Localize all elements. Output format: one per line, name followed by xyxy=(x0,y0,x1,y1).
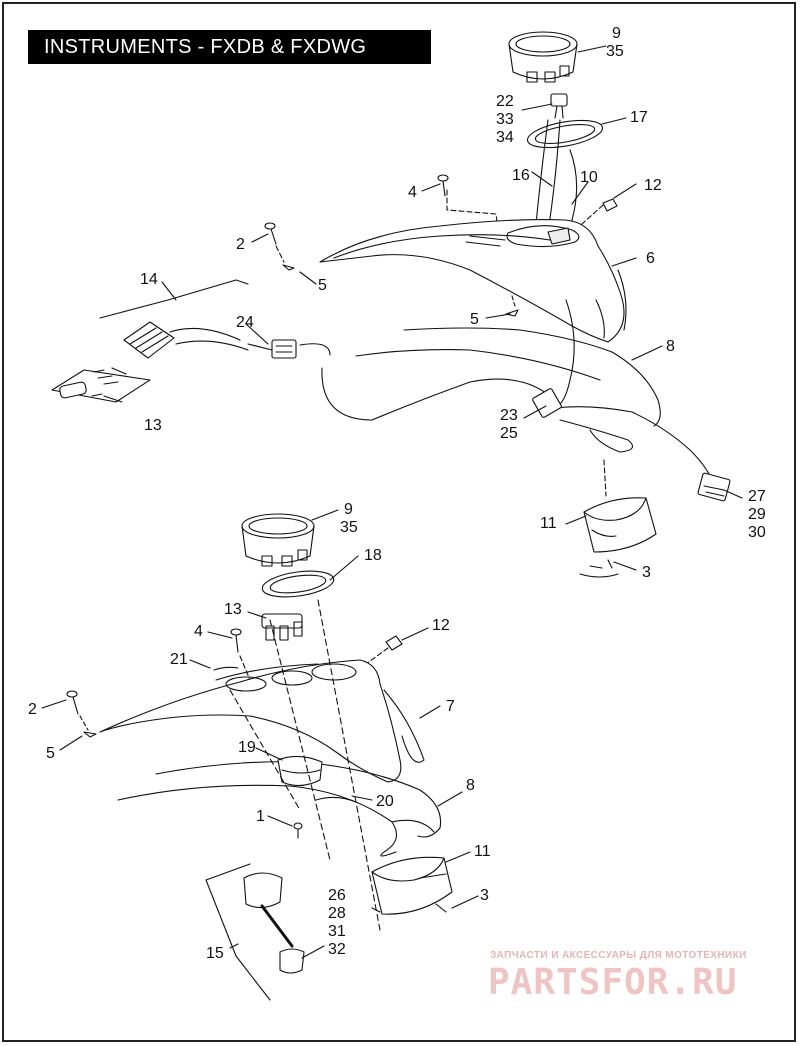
callout-12b: 12 xyxy=(432,617,450,634)
connector-24 xyxy=(247,339,297,359)
screw-2-upper xyxy=(264,222,295,271)
callout-11b: 11 xyxy=(474,843,491,860)
callout-33: 33 xyxy=(496,111,514,128)
callout-13b: 13 xyxy=(224,601,242,618)
trim-8-lower xyxy=(117,761,442,857)
callout-31: 31 xyxy=(328,923,346,940)
callout-15: 15 xyxy=(206,945,224,962)
callout-28: 28 xyxy=(328,905,346,922)
callout-29: 29 xyxy=(748,506,766,523)
callout-18: 18 xyxy=(364,547,382,564)
callout-8a: 8 xyxy=(666,338,675,355)
speedometer-lower xyxy=(241,513,315,567)
screw-5-upper xyxy=(505,295,519,317)
callout-11a: 11 xyxy=(540,515,557,532)
callout-1: 1 xyxy=(256,808,265,825)
callout-27: 27 xyxy=(748,488,766,505)
console-7 xyxy=(99,659,425,783)
screw-12-lower xyxy=(365,635,403,665)
item-20 xyxy=(315,796,357,803)
callout-13a: 13 xyxy=(144,417,162,434)
trim-8-upper xyxy=(355,327,661,427)
screw-2-lower xyxy=(66,690,97,738)
callout-16: 16 xyxy=(512,167,530,184)
item-19 xyxy=(277,755,323,787)
callout-22: 22 xyxy=(496,93,514,110)
callout-3b: 3 xyxy=(480,887,489,904)
housing-11-lower xyxy=(371,856,453,915)
callout-26: 26 xyxy=(328,887,346,904)
connector-upper xyxy=(550,93,568,119)
speedometer-upper xyxy=(508,31,578,83)
callout-4a: 4 xyxy=(408,184,417,201)
callout-19: 19 xyxy=(238,739,256,756)
watermark-logo: PARTSFOR.RU xyxy=(488,962,738,1003)
bezel-ring-upper xyxy=(526,119,604,149)
callout-25: 25 xyxy=(500,425,518,442)
callout-17: 17 xyxy=(630,109,648,126)
callout-5c: 5 xyxy=(46,745,55,762)
connector-14 xyxy=(123,321,249,359)
callout-7: 7 xyxy=(446,698,455,715)
callout-35a: 35 xyxy=(606,43,624,60)
wire-harness-upper xyxy=(299,299,731,502)
screw-1 xyxy=(293,822,303,839)
callout-9b: 9 xyxy=(344,501,353,518)
callout-21: 21 xyxy=(170,651,188,668)
item-21 xyxy=(213,666,239,671)
callout-35b: 35 xyxy=(340,519,358,536)
watermark-tagline: ЗАПЧАСТИ И АКСЕССУАРЫ ДЛЯ МОТОТЕХНИКИ xyxy=(490,950,747,961)
callout-9a: 9 xyxy=(612,25,621,42)
callout-14: 14 xyxy=(140,271,158,288)
callout-2a: 2 xyxy=(236,236,245,253)
callout-6: 6 xyxy=(646,250,655,267)
callout-24: 24 xyxy=(236,314,254,331)
callout-12a: 12 xyxy=(644,177,662,194)
callout-8b: 8 xyxy=(466,777,475,794)
callout-labels: 9 35 22 33 34 17 16 10 12 4 2 5 6 14 24 … xyxy=(28,25,766,962)
callout-5a: 5 xyxy=(318,277,327,294)
sensor-15 xyxy=(205,863,305,1001)
callout-20: 20 xyxy=(376,793,394,810)
bracket-14 xyxy=(99,279,249,319)
page-title: INSTRUMENTS - FXDB & FXDWG xyxy=(28,30,431,64)
callout-10: 10 xyxy=(580,169,598,186)
callout-32: 32 xyxy=(328,941,346,958)
callout-5b: 5 xyxy=(470,311,479,328)
callout-23: 23 xyxy=(500,407,518,424)
housing-11-upper xyxy=(579,459,657,578)
console-6 xyxy=(319,219,627,343)
ring-18 xyxy=(261,570,335,598)
fuses-13-upper xyxy=(51,367,151,403)
fuses-13-lower xyxy=(261,613,303,641)
callout-34: 34 xyxy=(496,129,514,146)
screw-12-upper xyxy=(581,198,618,225)
callout-2b: 2 xyxy=(28,701,37,718)
callout-4b: 4 xyxy=(194,623,203,640)
callout-3a: 3 xyxy=(642,564,651,581)
callout-30: 30 xyxy=(748,524,766,541)
